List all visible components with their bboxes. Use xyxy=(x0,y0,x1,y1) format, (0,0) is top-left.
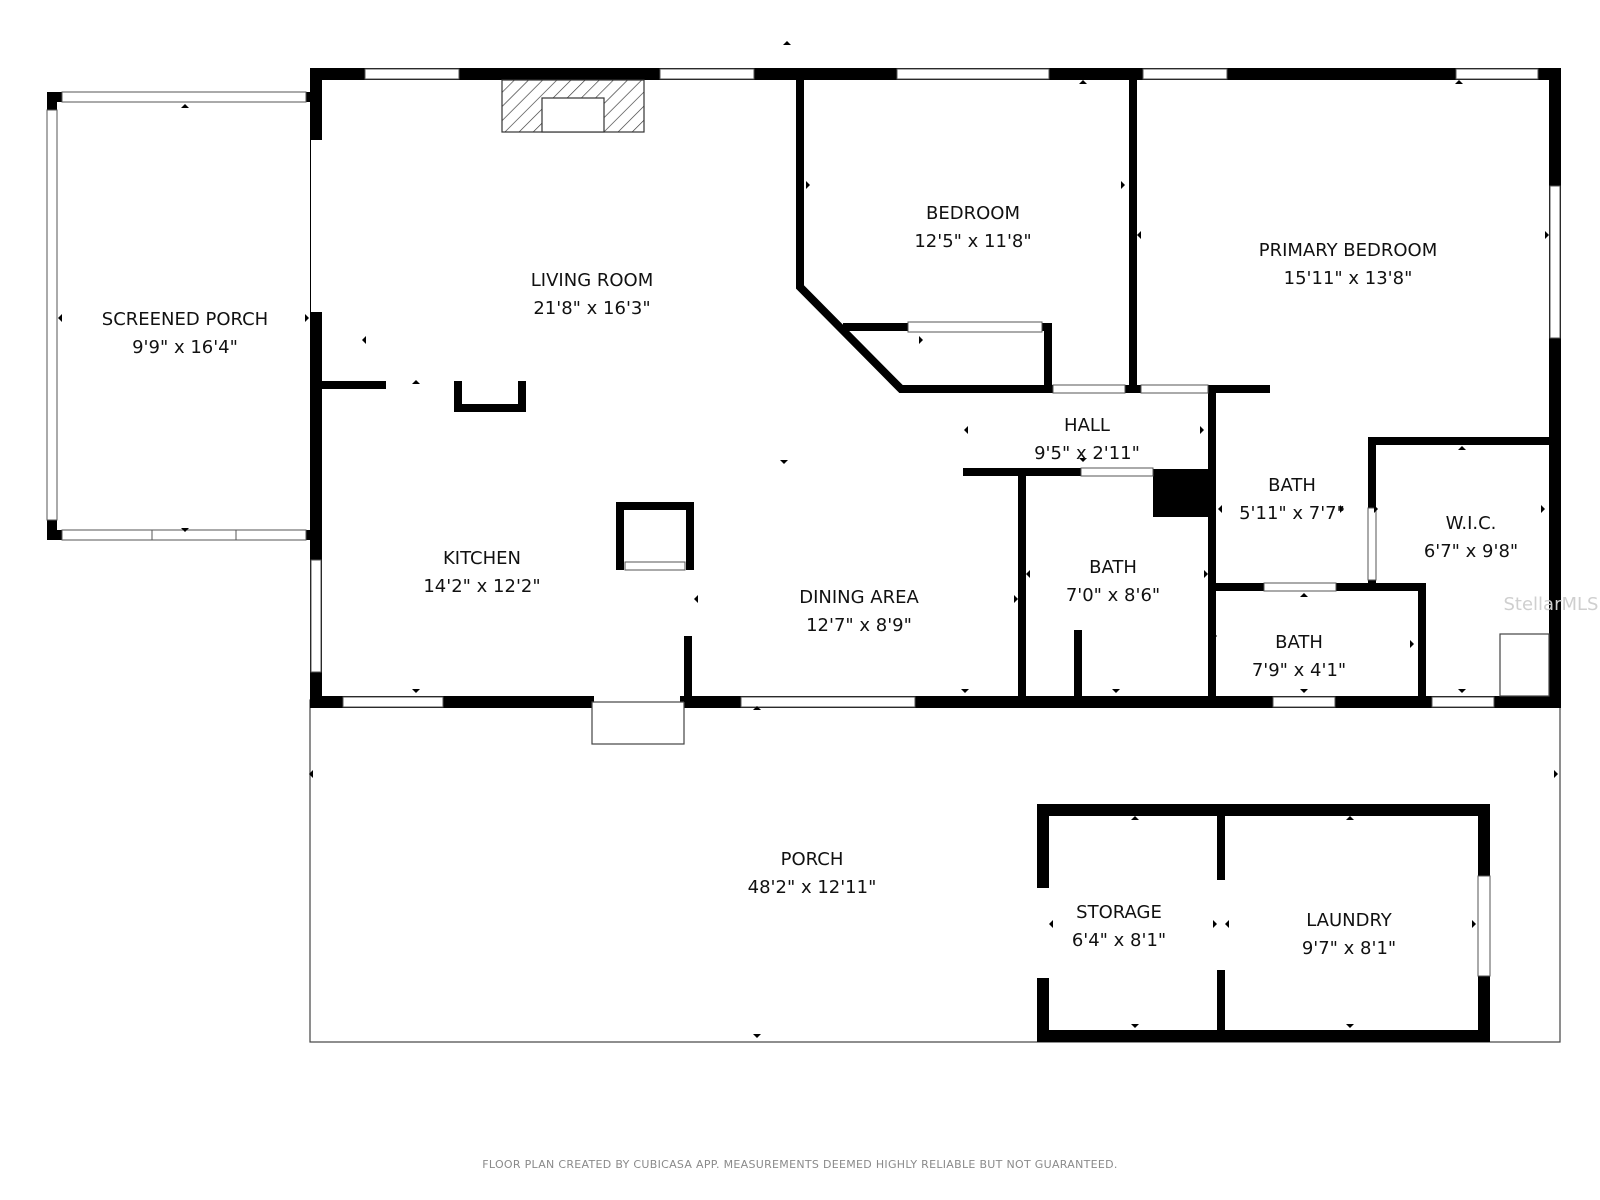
room-bedroom: BEDROOM 12'5" x 11'8" xyxy=(914,203,1031,252)
room-name: HALL xyxy=(1064,415,1110,436)
fireplace xyxy=(501,79,645,133)
windows xyxy=(310,68,1561,708)
room-dimensions: 7'0" x 8'6" xyxy=(1066,585,1160,606)
room-dimensions: 5'11" x 7'7" xyxy=(1239,503,1345,524)
room-kitchen: KITCHEN 14'2" x 12'2" xyxy=(423,548,540,597)
room-dimensions: 6'4" x 8'1" xyxy=(1072,930,1166,951)
storage-laundry-walls xyxy=(1037,804,1490,1042)
bath-chase xyxy=(1153,469,1213,517)
room-name: DINING AREA xyxy=(799,587,919,608)
room-dimensions: 9'5" x 2'11" xyxy=(1034,443,1140,464)
room-name: W.I.C. xyxy=(1446,513,1497,534)
room-dimensions: 12'5" x 11'8" xyxy=(914,231,1031,252)
wic-shelf xyxy=(1499,633,1550,697)
room-name: SCREENED PORCH xyxy=(102,309,268,330)
room-living-room: LIVING ROOM 21'8" x 16'3" xyxy=(531,270,653,319)
room-hall: HALL 9'5" x 2'11" xyxy=(1034,415,1140,464)
screened-porch-screens xyxy=(46,91,307,541)
room-name: STORAGE xyxy=(1076,902,1162,923)
room-name: KITCHEN xyxy=(443,548,521,569)
room-dimensions: 15'11" x 13'8" xyxy=(1284,268,1413,289)
room-bath-c: BATH 7'9" x 4'1" xyxy=(1252,632,1346,681)
room-primary-bedroom: PRIMARY BEDROOM 15'11" x 13'8" xyxy=(1259,240,1438,289)
room-name: PRIMARY BEDROOM xyxy=(1259,240,1438,261)
interior-door-openings xyxy=(624,321,1377,592)
room-name: PORCH xyxy=(781,849,844,870)
room-dimensions: 7'9" x 4'1" xyxy=(1252,660,1346,681)
room-dimensions: 48'2" x 12'11" xyxy=(748,877,877,898)
room-bath-b: BATH 7'0" x 8'6" xyxy=(1066,557,1160,606)
exterior-doors xyxy=(311,140,680,710)
watermark: StellarMLS xyxy=(1504,594,1599,615)
room-dimensions: 9'7" x 8'1" xyxy=(1302,938,1396,959)
entry-step xyxy=(591,701,685,745)
room-name: BEDROOM xyxy=(926,203,1020,224)
room-dimensions: 14'2" x 12'2" xyxy=(423,576,540,597)
room-dimensions: 9'9" x 16'4" xyxy=(132,337,238,358)
room-name: BATH xyxy=(1089,557,1137,578)
room-laundry: LAUNDRY 9'7" x 8'1" xyxy=(1302,910,1396,959)
room-name: BATH xyxy=(1275,632,1323,653)
interior-walls xyxy=(316,74,1555,702)
room-wic: W.I.C. 6'7" x 9'8" xyxy=(1424,513,1518,562)
room-screened-porch: SCREENED PORCH 9'9" x 16'4" xyxy=(102,309,268,358)
room-bath-a: BATH 5'11" x 7'7" xyxy=(1239,475,1345,524)
room-dimensions: 21'8" x 16'3" xyxy=(533,298,650,319)
room-storage: STORAGE 6'4" x 8'1" xyxy=(1072,902,1166,951)
room-name: LIVING ROOM xyxy=(531,270,653,291)
footer-note: FLOOR PLAN CREATED BY CUBICASA APP. MEAS… xyxy=(482,1158,1117,1171)
room-dining-area: DINING AREA 12'7" x 8'9" xyxy=(799,587,919,636)
measurement-ticks xyxy=(58,41,1558,1038)
porch-outline xyxy=(309,699,1561,1043)
laundry-window xyxy=(1477,875,1491,977)
room-dimensions: 6'7" x 9'8" xyxy=(1424,541,1518,562)
room-name: BATH xyxy=(1268,475,1316,496)
room-dimensions: 12'7" x 8'9" xyxy=(806,615,912,636)
room-name: LAUNDRY xyxy=(1306,910,1393,931)
room-porch: PORCH 48'2" x 12'11" xyxy=(748,849,877,898)
